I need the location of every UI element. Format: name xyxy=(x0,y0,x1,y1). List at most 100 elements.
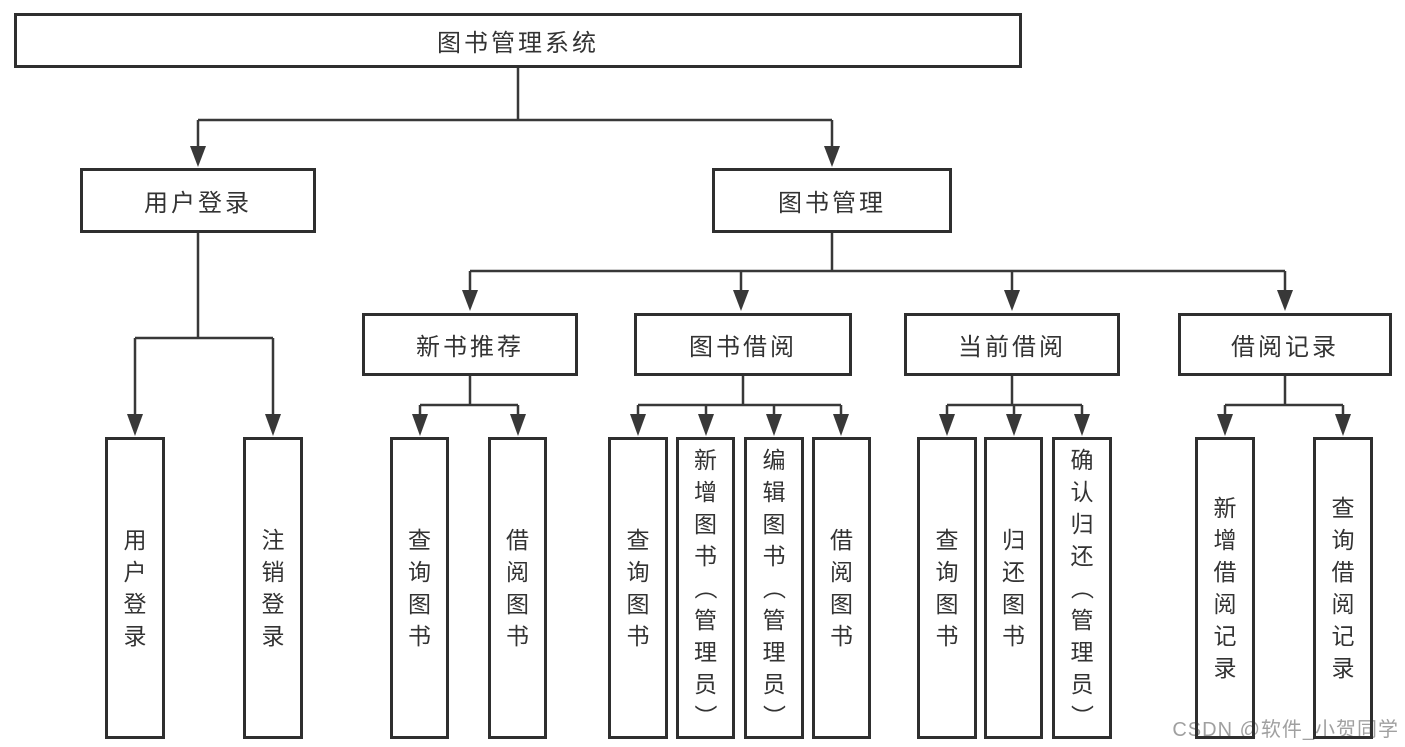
edge-book-management-children xyxy=(462,233,1293,311)
vertical-char: 图 xyxy=(408,591,431,617)
edge-new-book-recommend-children xyxy=(412,376,526,436)
edge-user-login-children xyxy=(127,233,281,436)
vertical-char: 图 xyxy=(935,591,959,617)
vertical-char: ） xyxy=(761,704,787,728)
vertical-char: 查 xyxy=(408,527,431,553)
node-label: 用户登录 xyxy=(144,190,252,217)
vertical-char: 询 xyxy=(626,559,650,585)
node-label: 当前借阅 xyxy=(958,334,1066,361)
vertical-char: 理 xyxy=(694,639,717,665)
leaf-borrow-edit-books-admin: 编辑图书（管理员） xyxy=(744,437,804,739)
leaf-records-add-borrow-record: 新增借阅记录 xyxy=(1195,437,1255,739)
vertical-char: 归 xyxy=(1070,511,1094,537)
leaf-records-query-borrow-record: 查询借阅记录 xyxy=(1313,437,1373,739)
vertical-char: 用 xyxy=(123,527,147,553)
vertical-char: 销 xyxy=(261,559,285,585)
leaf-borrow-borrow-books: 借阅图书 xyxy=(812,437,871,739)
vertical-char: 管 xyxy=(762,607,786,633)
vertical-char: 还 xyxy=(1002,559,1025,585)
edge-borrowing-records-children xyxy=(1217,376,1351,436)
vertical-char: 辑 xyxy=(762,479,786,505)
vertical-char: 新 xyxy=(694,447,717,473)
vertical-char: 录 xyxy=(1213,655,1237,681)
vertical-char: 借 xyxy=(506,527,529,553)
vertical-char: 增 xyxy=(1213,527,1237,553)
vertical-char: 新 xyxy=(1213,495,1237,521)
vertical-char: 注 xyxy=(261,527,285,553)
node-label: 图书借阅 xyxy=(689,334,797,361)
vertical-char: 阅 xyxy=(506,559,529,585)
edge-root-to-level1 xyxy=(190,68,840,167)
node-label: 图书管理 xyxy=(778,190,886,217)
vertical-char: 借 xyxy=(830,527,853,553)
vertical-char: 阅 xyxy=(1213,591,1237,617)
watermark-text: CSDN @软件_小贺同学 xyxy=(1172,719,1399,741)
vertical-char: （ xyxy=(761,576,787,600)
vertical-char: 书 xyxy=(1002,623,1025,649)
leaf-current-confirm-return-admin: 确认归还 （ 管理员 ） xyxy=(1052,437,1112,739)
vertical-char: 询 xyxy=(1331,527,1355,553)
node-label: 图书管理系统 xyxy=(437,30,599,57)
vertical-char: 借 xyxy=(1213,559,1237,585)
vertical-char: 书 xyxy=(762,543,786,569)
node-new-book-recommend: 新书推荐 xyxy=(362,313,578,376)
vertical-char: 借 xyxy=(1331,559,1355,585)
leaf-borrow-query-books: 查询图书 xyxy=(608,437,668,739)
vertical-char: 书 xyxy=(935,623,959,649)
vertical-char: 阅 xyxy=(1331,591,1355,617)
vertical-char: 书 xyxy=(694,543,717,569)
vertical-char: 录 xyxy=(261,623,285,649)
node-label: 借阅记录 xyxy=(1231,334,1339,361)
leaf-logout-login: 注销登录 xyxy=(243,437,303,739)
node-book-management: 图书管理 xyxy=(712,168,952,233)
vertical-char: 认 xyxy=(1070,479,1094,505)
node-library-management-system: 图书管理系统 xyxy=(14,13,1022,68)
vertical-char: 户 xyxy=(123,559,147,585)
vertical-char: 查 xyxy=(626,527,650,553)
vertical-char: 图 xyxy=(762,511,786,537)
vertical-char: 还 xyxy=(1070,543,1094,569)
vertical-char: 管 xyxy=(694,607,717,633)
vertical-char: 查 xyxy=(935,527,959,553)
vertical-char: 理 xyxy=(1070,639,1094,665)
node-borrowing-records: 借阅记录 xyxy=(1178,313,1392,376)
vertical-char: 管 xyxy=(1070,607,1094,633)
vertical-char: 阅 xyxy=(830,559,853,585)
leaf-newrec-borrow-books: 借阅图书 xyxy=(488,437,547,739)
vertical-char: 登 xyxy=(261,591,285,617)
node-user-login: 用户登录 xyxy=(80,168,316,233)
vertical-char: 登 xyxy=(123,591,147,617)
node-book-borrowing: 图书借阅 xyxy=(634,313,852,376)
vertical-char: 编 xyxy=(762,447,786,473)
vertical-char: 书 xyxy=(626,623,650,649)
vertical-char: 记 xyxy=(1331,623,1355,649)
vertical-char: ） xyxy=(692,704,719,728)
vertical-char: 询 xyxy=(935,559,959,585)
vertical-char: 员 xyxy=(1070,671,1094,697)
vertical-char: 录 xyxy=(1331,655,1355,681)
leaf-current-query-books: 查询图书 xyxy=(917,437,977,739)
vertical-char: 查 xyxy=(1331,495,1355,521)
node-current-borrowing: 当前借阅 xyxy=(904,313,1120,376)
vertical-char: 记 xyxy=(1213,623,1237,649)
vertical-char: 理 xyxy=(762,639,786,665)
vertical-char: （ xyxy=(1069,576,1095,600)
vertical-char: 录 xyxy=(123,623,147,649)
vertical-char: 书 xyxy=(830,623,853,649)
node-label: 新书推荐 xyxy=(416,334,524,361)
leaf-borrow-add-books-admin: 新增图书（管理员） xyxy=(676,437,735,739)
vertical-char: ） xyxy=(1069,704,1095,728)
vertical-char: 询 xyxy=(408,559,431,585)
vertical-char: 确 xyxy=(1070,447,1094,473)
vertical-char: 图 xyxy=(506,591,529,617)
leaf-user-login: 用户登录 xyxy=(105,437,165,739)
vertical-char: 图 xyxy=(830,591,853,617)
vertical-char: 书 xyxy=(506,623,529,649)
vertical-char: 图 xyxy=(694,511,717,537)
vertical-char: 归 xyxy=(1002,527,1025,553)
vertical-char: 员 xyxy=(694,671,717,697)
edge-book-borrowing-children xyxy=(630,376,849,436)
vertical-char: 图 xyxy=(1002,591,1025,617)
